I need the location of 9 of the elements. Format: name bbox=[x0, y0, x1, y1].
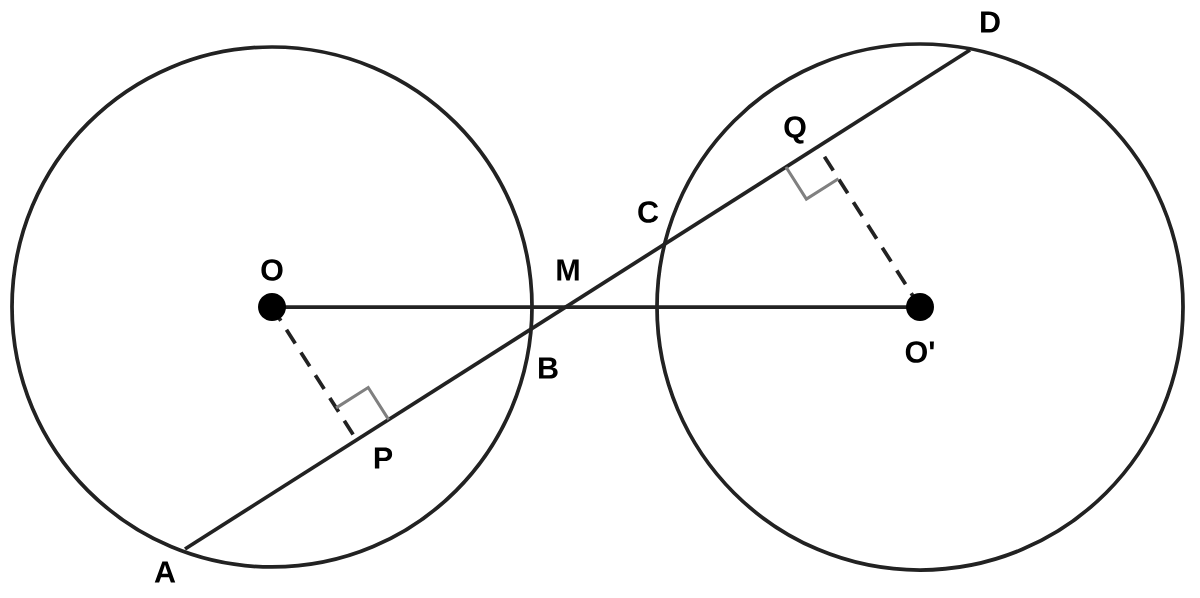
point-label: O' bbox=[905, 341, 934, 363]
point-label: D bbox=[981, 11, 1000, 33]
point-label: A bbox=[154, 561, 176, 583]
point-label: M bbox=[557, 259, 579, 281]
point-label: P bbox=[374, 447, 393, 469]
point-label: C bbox=[638, 201, 659, 223]
point-label: O bbox=[261, 259, 283, 281]
point-label: Q bbox=[784, 116, 806, 144]
point-label: B bbox=[539, 357, 558, 379]
